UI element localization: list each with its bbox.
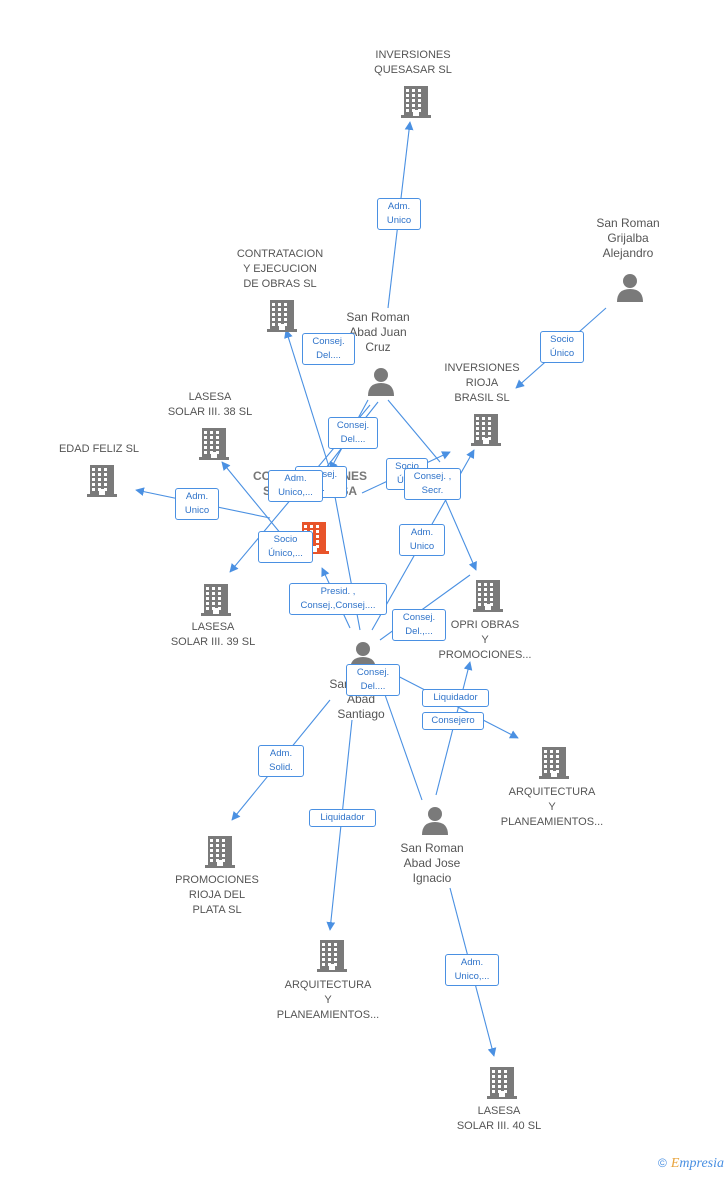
edge-label-liquidador-arq1[interactable]: Liquidador <box>422 689 489 707</box>
building-icon[interactable] <box>86 463 118 502</box>
edge-jose-santiago <box>383 691 423 801</box>
node-label-san-roman-juan-cruz[interactable]: San Roman Abad Juan Cruz <box>346 310 410 354</box>
edge-label-consejero[interactable]: Consejero <box>422 712 484 730</box>
node-label-inversiones-quesasar[interactable]: INVERSIONES QUESASAR SL <box>374 49 452 76</box>
person-icon[interactable] <box>420 805 450 840</box>
edge-label-adm-unico-quesasar[interactable]: Adm. Unico <box>377 198 421 230</box>
edge-label-liquidador-arq2[interactable]: Liquidador <box>309 809 376 827</box>
person-icon[interactable] <box>366 366 396 401</box>
edge-label-socio-unico-rioja[interactable]: Socio Único <box>540 331 584 363</box>
edge-label-adm-unico-opri[interactable]: Adm. Unico <box>399 524 445 556</box>
building-icon[interactable] <box>316 938 348 977</box>
node-label-promociones-rioja[interactable]: PROMOCIONES RIOJA DEL PLATA SL <box>175 874 259 916</box>
node-label-arquitectura-1[interactable]: ARQUITECTURA Y PLANEAMIENTOS... <box>500 786 604 828</box>
building-icon[interactable] <box>470 412 502 451</box>
edge-label-consej-del-center[interactable]: Consej. Del.... <box>328 417 378 449</box>
building-icon[interactable] <box>486 1065 518 1104</box>
node-label-san-roman-jose[interactable]: San Roman Abad Jose Ignacio <box>400 841 464 885</box>
edge-center-lasesa38 <box>221 461 287 541</box>
person-icon[interactable] <box>615 272 645 307</box>
copyright-symbol: © <box>658 1156 667 1170</box>
building-icon[interactable] <box>198 426 230 465</box>
node-label-arquitectura-2[interactable]: ARQUITECTURA Y PLANEAMIENTOS... <box>276 979 380 1021</box>
edge-label-consej-del-contratacion[interactable]: Consej. Del.... <box>302 333 355 365</box>
node-label-edad-feliz[interactable]: EDAD FELIZ SL <box>58 443 140 455</box>
node-label-lasesa-40[interactable]: LASESA SOLAR III. 40 SL <box>456 1105 542 1132</box>
edge-label-consej-del-opri[interactable]: Consej. Del.,... <box>392 609 446 641</box>
brand-footer[interactable]: ©Empresia <box>658 1156 724 1172</box>
edge-label-adm-unico-edad[interactable]: Adm. Unico <box>175 488 219 520</box>
edge-label-presid-consej[interactable]: Presid. , Consej.,Consej.... <box>289 583 387 615</box>
edge-label-socio-unico-lasesa[interactable]: Socio Único,... <box>258 531 313 563</box>
building-icon[interactable] <box>204 834 236 873</box>
edge-juancruz-rioja <box>387 399 441 463</box>
node-label-san-roman-grijalba[interactable]: San Roman Grijalba Alejandro <box>596 216 660 260</box>
building-icon[interactable] <box>538 745 570 784</box>
empresia-logo: Empresia <box>670 1156 724 1171</box>
node-label-opri-obras[interactable]: OPRI OBRAS Y PROMOCIONES... <box>438 619 532 661</box>
building-icon[interactable] <box>400 84 432 123</box>
node-label-lasesa-39[interactable]: LASESA SOLAR III. 39 SL <box>170 621 256 648</box>
edge-label-consej-secr[interactable]: Consej. , Secr. <box>404 468 461 500</box>
edge-label-adm-unico-lasesa40[interactable]: Adm. Unico,... <box>445 954 499 986</box>
building-icon[interactable] <box>200 582 232 621</box>
edge-label-adm-unico-center[interactable]: Adm. Unico,... <box>268 470 323 502</box>
building-icon[interactable] <box>266 298 298 337</box>
edge-label-adm-solid[interactable]: Adm. Solid. <box>258 745 304 777</box>
node-label-lasesa-38[interactable]: LASESA SOLAR III. 38 SL <box>167 391 253 418</box>
node-label-inversiones-rioja[interactable]: INVERSIONES RIOJA BRASIL SL <box>444 362 520 404</box>
node-label-contratacion[interactable]: CONTRATACION Y EJECUCION DE OBRAS SL <box>236 248 324 290</box>
edge-rioja-opri <box>441 491 477 571</box>
edge-center-contratacion <box>284 329 331 471</box>
edge-label-consej-del-santiago[interactable]: Consej. Del.... <box>346 664 400 696</box>
building-icon[interactable] <box>472 578 504 617</box>
